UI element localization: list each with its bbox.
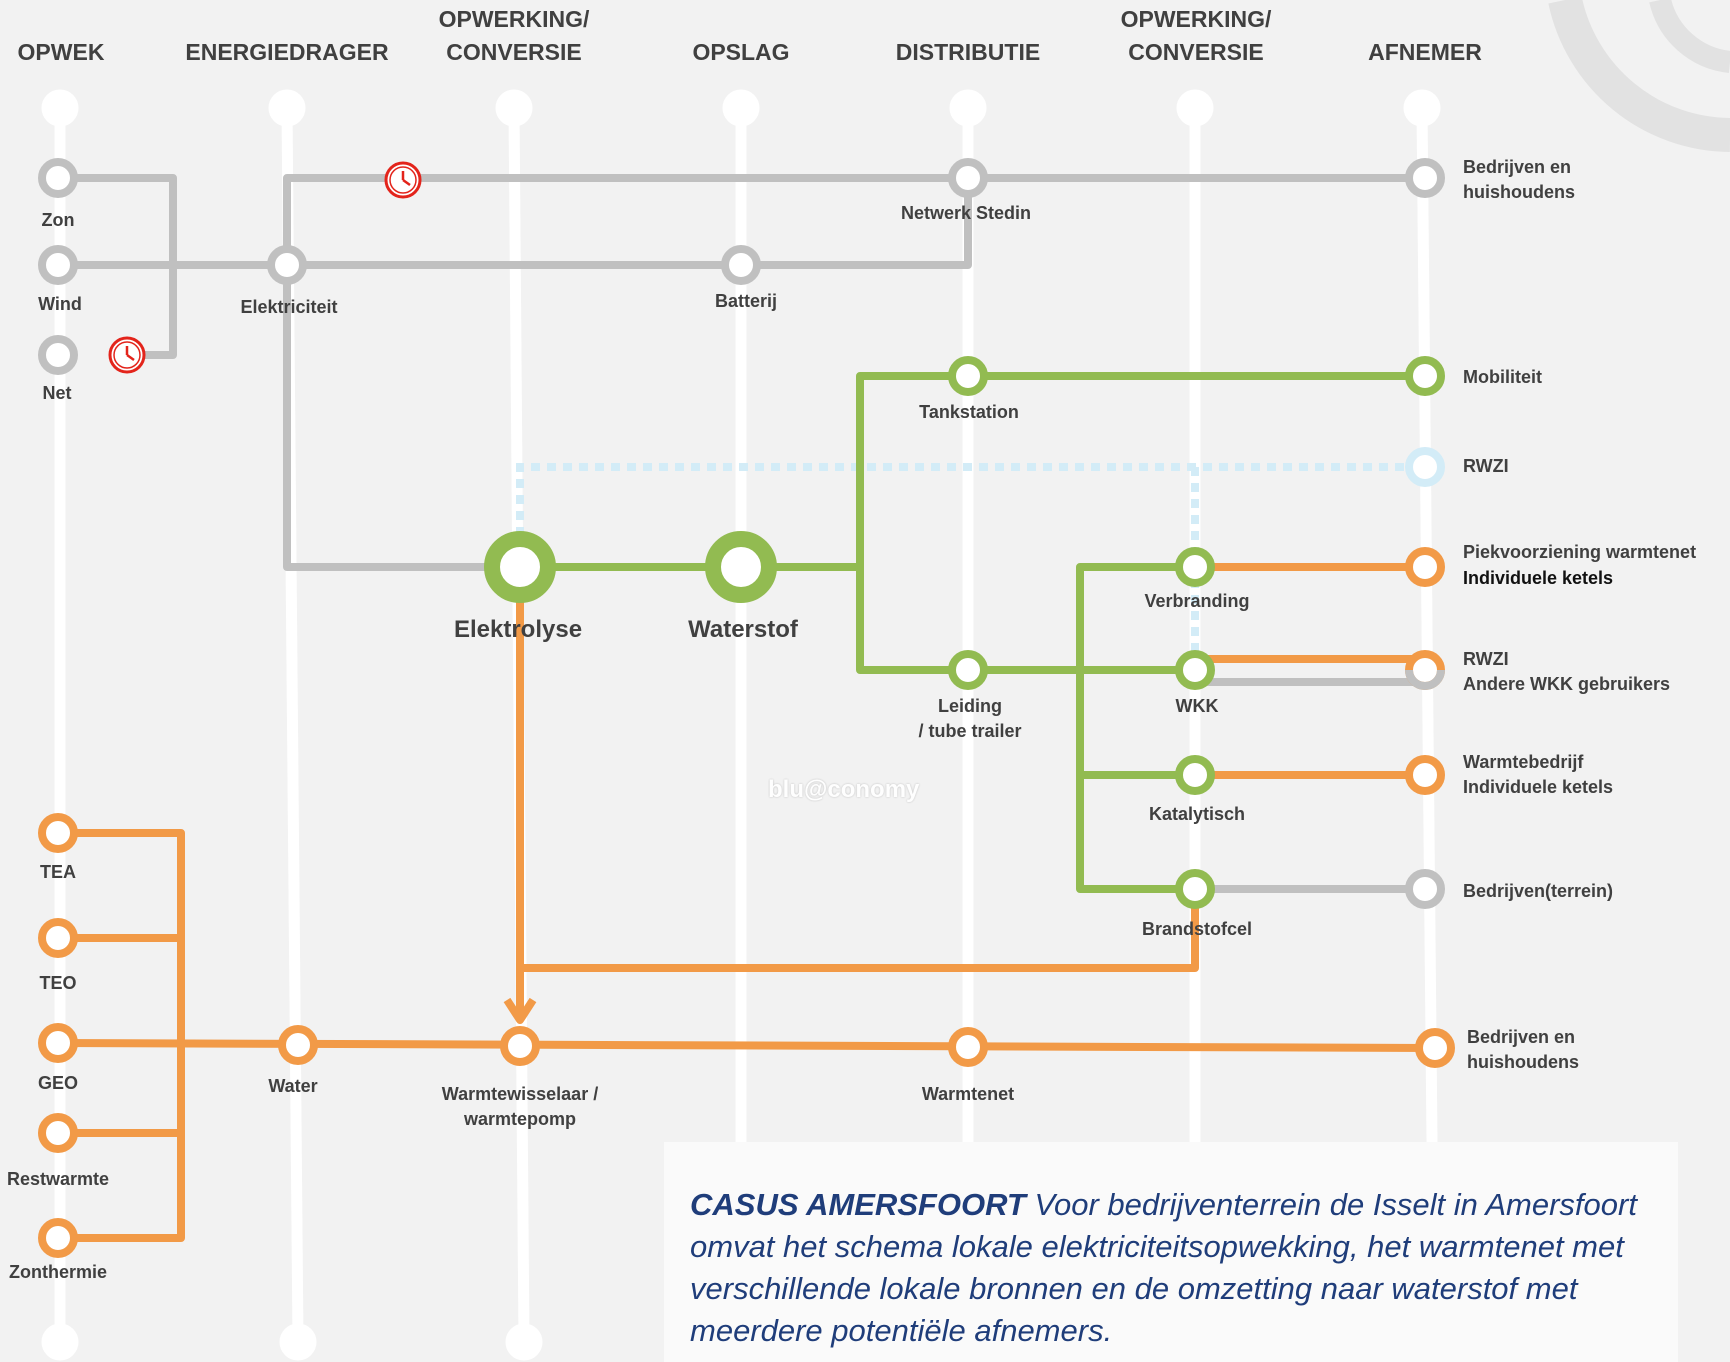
- node-zon: [38, 158, 78, 198]
- label-verbranding: Verbranding: [1144, 591, 1250, 611]
- casus-text: Voor bedrijventerrein de Isselt in Amers…: [690, 1187, 1637, 1348]
- label-piekvoorziening: Piekvoorziening warmtenet: [1463, 542, 1697, 562]
- label-brandstofcel: Brandstofcel: [1141, 919, 1253, 939]
- node-teo: [38, 918, 78, 958]
- column-header-opslag: OPSLAG: [692, 39, 790, 65]
- node-elektriciteit: [267, 245, 307, 285]
- node-netwerk-stedin: [948, 158, 988, 198]
- label-bedrijven-huishoudens-top: Bedrijven en huishoudens: [1463, 157, 1575, 202]
- electricity-lines: [58, 174, 1425, 893]
- column-header-distributie: DISTRIBUTIE: [895, 39, 1041, 65]
- node-bedrijven-terrein: [1405, 869, 1445, 909]
- node-batterij: [721, 245, 761, 285]
- label-teo: TEO: [39, 973, 77, 993]
- node-rwzi-top: [1405, 447, 1445, 487]
- label-warmtebedrijf: Warmtebedrijf Individuele ketels: [1463, 752, 1614, 797]
- label-netwerk-stedin: Netwerk Stedin: [900, 203, 1032, 223]
- node-net: [38, 335, 78, 375]
- rwzi-dotted-link: [516, 463, 1412, 655]
- label-rwzi-top: RWZI: [1463, 456, 1509, 476]
- label-rwzi-wkk: RWZI Andere WKK gebruikers: [1463, 649, 1671, 694]
- node-rwzi-wkk-grey-half: [1405, 669, 1445, 690]
- node-leiding: [948, 650, 988, 690]
- node-water: [278, 1025, 318, 1065]
- heat-lines: [57, 563, 1436, 1242]
- label-geo: GEO: [37, 1073, 79, 1093]
- label-mobiliteit: Mobiliteit: [1463, 367, 1542, 387]
- corner-decoration: [1548, 0, 1730, 152]
- label-leiding: Leiding / tube trailer: [918, 696, 1022, 741]
- node-warmtenet: [948, 1027, 988, 1067]
- node-brandstofcel: [1175, 869, 1215, 909]
- node-bedrijven-huishoudens-bottom: [1415, 1028, 1455, 1068]
- label-bedrijven-huishoudens-bottom: Bedrijven en huishoudens: [1467, 1027, 1579, 1072]
- node-verbranding: [1175, 547, 1215, 587]
- label-warmtenet: Warmtenet: [921, 1084, 1015, 1104]
- label-zon: Zon: [41, 210, 75, 230]
- clock-icon: [108, 336, 146, 374]
- label-water: Water: [268, 1076, 318, 1096]
- label-elektrolyse: Elektrolyse: [453, 616, 583, 643]
- column-header-opwek: OPWEK: [17, 39, 105, 65]
- node-elektrolyse: [484, 531, 556, 603]
- label-tankstation: Tankstation: [919, 402, 1019, 422]
- column-header-opwerking-conversie-2: OPWERKING/ CONVERSIE: [1120, 6, 1272, 65]
- node-warmtebedrijf: [1405, 755, 1445, 795]
- node-mobiliteit: [1405, 356, 1445, 396]
- hydrogen-lines: [520, 372, 1425, 893]
- label-elektriciteit: Elektriciteit: [240, 297, 338, 317]
- node-restwarmte: [38, 1113, 78, 1153]
- watermark-logo: blu@conomy: [768, 776, 920, 803]
- label-katalytisch: Katalytisch: [1148, 804, 1246, 824]
- node-piekvoorziening: [1405, 547, 1445, 587]
- label-waterstof: Waterstof: [688, 616, 798, 643]
- label-individuele-ketels: Individuele ketels: [1463, 568, 1614, 588]
- node-katalytisch: [1175, 755, 1215, 795]
- label-restwarmte: Restwarmte: [6, 1169, 110, 1189]
- node-geo: [38, 1023, 78, 1063]
- label-bedrijven-terrein: Bedrijven(terrein): [1463, 881, 1614, 901]
- node-wkk: [1175, 650, 1215, 690]
- label-wkk: WKK: [1175, 696, 1219, 716]
- clock-icon: [384, 161, 422, 199]
- label-wind: Wind: [38, 294, 82, 314]
- casus-title: CASUS AMERSFOORT: [690, 1187, 1026, 1222]
- node-wind: [38, 245, 78, 285]
- node-tankstation: [948, 356, 988, 396]
- node-tea: [38, 813, 78, 853]
- label-net: Net: [42, 383, 72, 403]
- label-warmtewisselaar: Warmtewisselaar / warmtepomp: [441, 1084, 599, 1129]
- node-bedrijven-huishoudens-top: [1405, 158, 1445, 198]
- node-warmtewisselaar: [500, 1026, 540, 1066]
- column-header-energiedrager: ENERGIEDRAGER: [185, 39, 389, 65]
- label-batterij: Batterij: [714, 291, 778, 311]
- label-tea: TEA: [40, 862, 76, 882]
- casus-textbox: CASUS AMERSFOORT Voor bedrijventerrein d…: [664, 1142, 1678, 1362]
- label-zonthermie: Zonthermie: [8, 1262, 108, 1282]
- column-header-afnemer: AFNEMER: [1368, 39, 1482, 65]
- column-header-opwerking-conversie: OPWERKING/ CONVERSIE: [438, 6, 590, 65]
- node-zonthermie: [38, 1218, 78, 1258]
- node-waterstof: [705, 531, 777, 603]
